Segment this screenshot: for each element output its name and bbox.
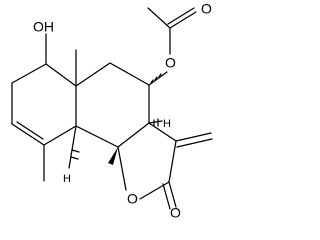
left-ring-bond-5 [43, 125, 77, 146]
acetyl-carbonyl-double-bond-2 [167, 7, 195, 25]
lactone-carbonyl-oxygen-label: O [170, 205, 181, 221]
hydroxyl-label: OH [33, 19, 54, 35]
methylene-double-bond-b [176, 138, 213, 148]
ring-bond-left-upper [75, 62, 111, 87]
structure-diagram: OH O O O O H H [11, 1, 213, 221]
methylene-double-bond-a [175, 132, 212, 142]
acetyl-methyl-bond [147, 7, 171, 29]
acetyl-carbonyl-double-bond-1 [169, 11, 197, 29]
lactone-carbonyl-bond-a [168, 181, 177, 208]
left-ring-double-bond-a [11, 123, 45, 146]
acetyl-oxygen-label: O [201, 1, 212, 17]
left-ring-bond-1 [45, 63, 77, 87]
left-ring-double-bond-b [16, 121, 44, 140]
lactone-bond-4 [117, 146, 127, 191]
lactone-carbonyl-bond-b [162, 183, 171, 210]
lactone-bond-3 [139, 181, 170, 200]
stereo-h-hash-top [148, 118, 163, 127]
lactone-bond-2 [168, 140, 177, 183]
ester-oxygen-label: O [165, 55, 176, 71]
ring-bond-right-lower [117, 122, 150, 148]
left-ring-bond-2 [11, 63, 47, 84]
stereo-wedge-bond [108, 147, 118, 165]
lactone-oxygen-label: O [127, 191, 138, 207]
ring-bond-top [109, 62, 150, 86]
stereo-h-hash-bottom [68, 125, 80, 169]
stereo-h-top-label: H [163, 118, 171, 130]
ester-hash-bond [148, 71, 168, 86]
ring-bond-bottom [75, 125, 119, 148]
stereo-h-bottom-label: H [63, 173, 71, 185]
